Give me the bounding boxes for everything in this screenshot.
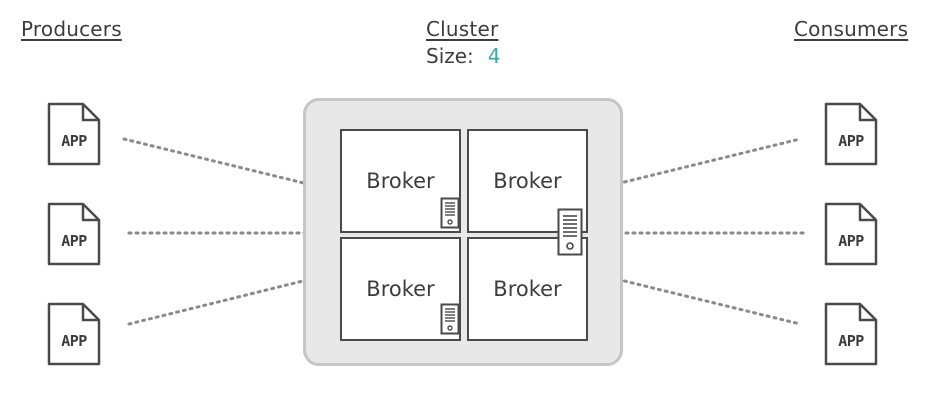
consumer-app-3: APP <box>824 302 878 366</box>
broker-3: Broker <box>340 237 461 341</box>
app-label: APP <box>61 332 87 350</box>
server-icon <box>557 208 583 256</box>
document-app-icon <box>47 202 101 266</box>
document-app-icon <box>824 302 878 366</box>
document-app-icon <box>47 102 101 166</box>
broker-label: Broker <box>366 277 435 301</box>
producer-link-1 <box>122 137 322 189</box>
app-label: APP <box>61 132 87 150</box>
consumer-link-1 <box>602 137 802 189</box>
server-icon <box>440 197 460 229</box>
app-label: APP <box>838 132 864 150</box>
app-label: APP <box>838 332 864 350</box>
producers-heading: Producers <box>21 17 122 41</box>
cluster-size: Size: 4 <box>426 44 501 68</box>
producer-link-3 <box>127 274 325 326</box>
cluster-size-value: 4 <box>487 44 501 68</box>
app-label: APP <box>61 232 87 250</box>
broker-label: Broker <box>493 169 562 193</box>
broker-4: Broker <box>467 237 588 341</box>
cluster-size-label: Size: <box>426 44 474 68</box>
cluster-heading: Cluster <box>426 17 499 41</box>
consumer-app-1: APP <box>824 102 878 166</box>
document-app-icon <box>824 102 878 166</box>
broker-label: Broker <box>366 169 435 193</box>
server-icon <box>440 303 460 335</box>
producer-app-2: APP <box>47 202 101 266</box>
producer-app-1: APP <box>47 102 101 166</box>
app-label: APP <box>838 232 864 250</box>
consumers-heading: Consumers <box>794 17 909 41</box>
document-app-icon <box>47 302 101 366</box>
document-app-icon <box>824 202 878 266</box>
broker-1: Broker <box>340 129 461 233</box>
producer-app-3: APP <box>47 302 101 366</box>
consumer-app-2: APP <box>824 202 878 266</box>
broker-label: Broker <box>493 277 562 301</box>
consumer-link-3 <box>602 274 802 326</box>
